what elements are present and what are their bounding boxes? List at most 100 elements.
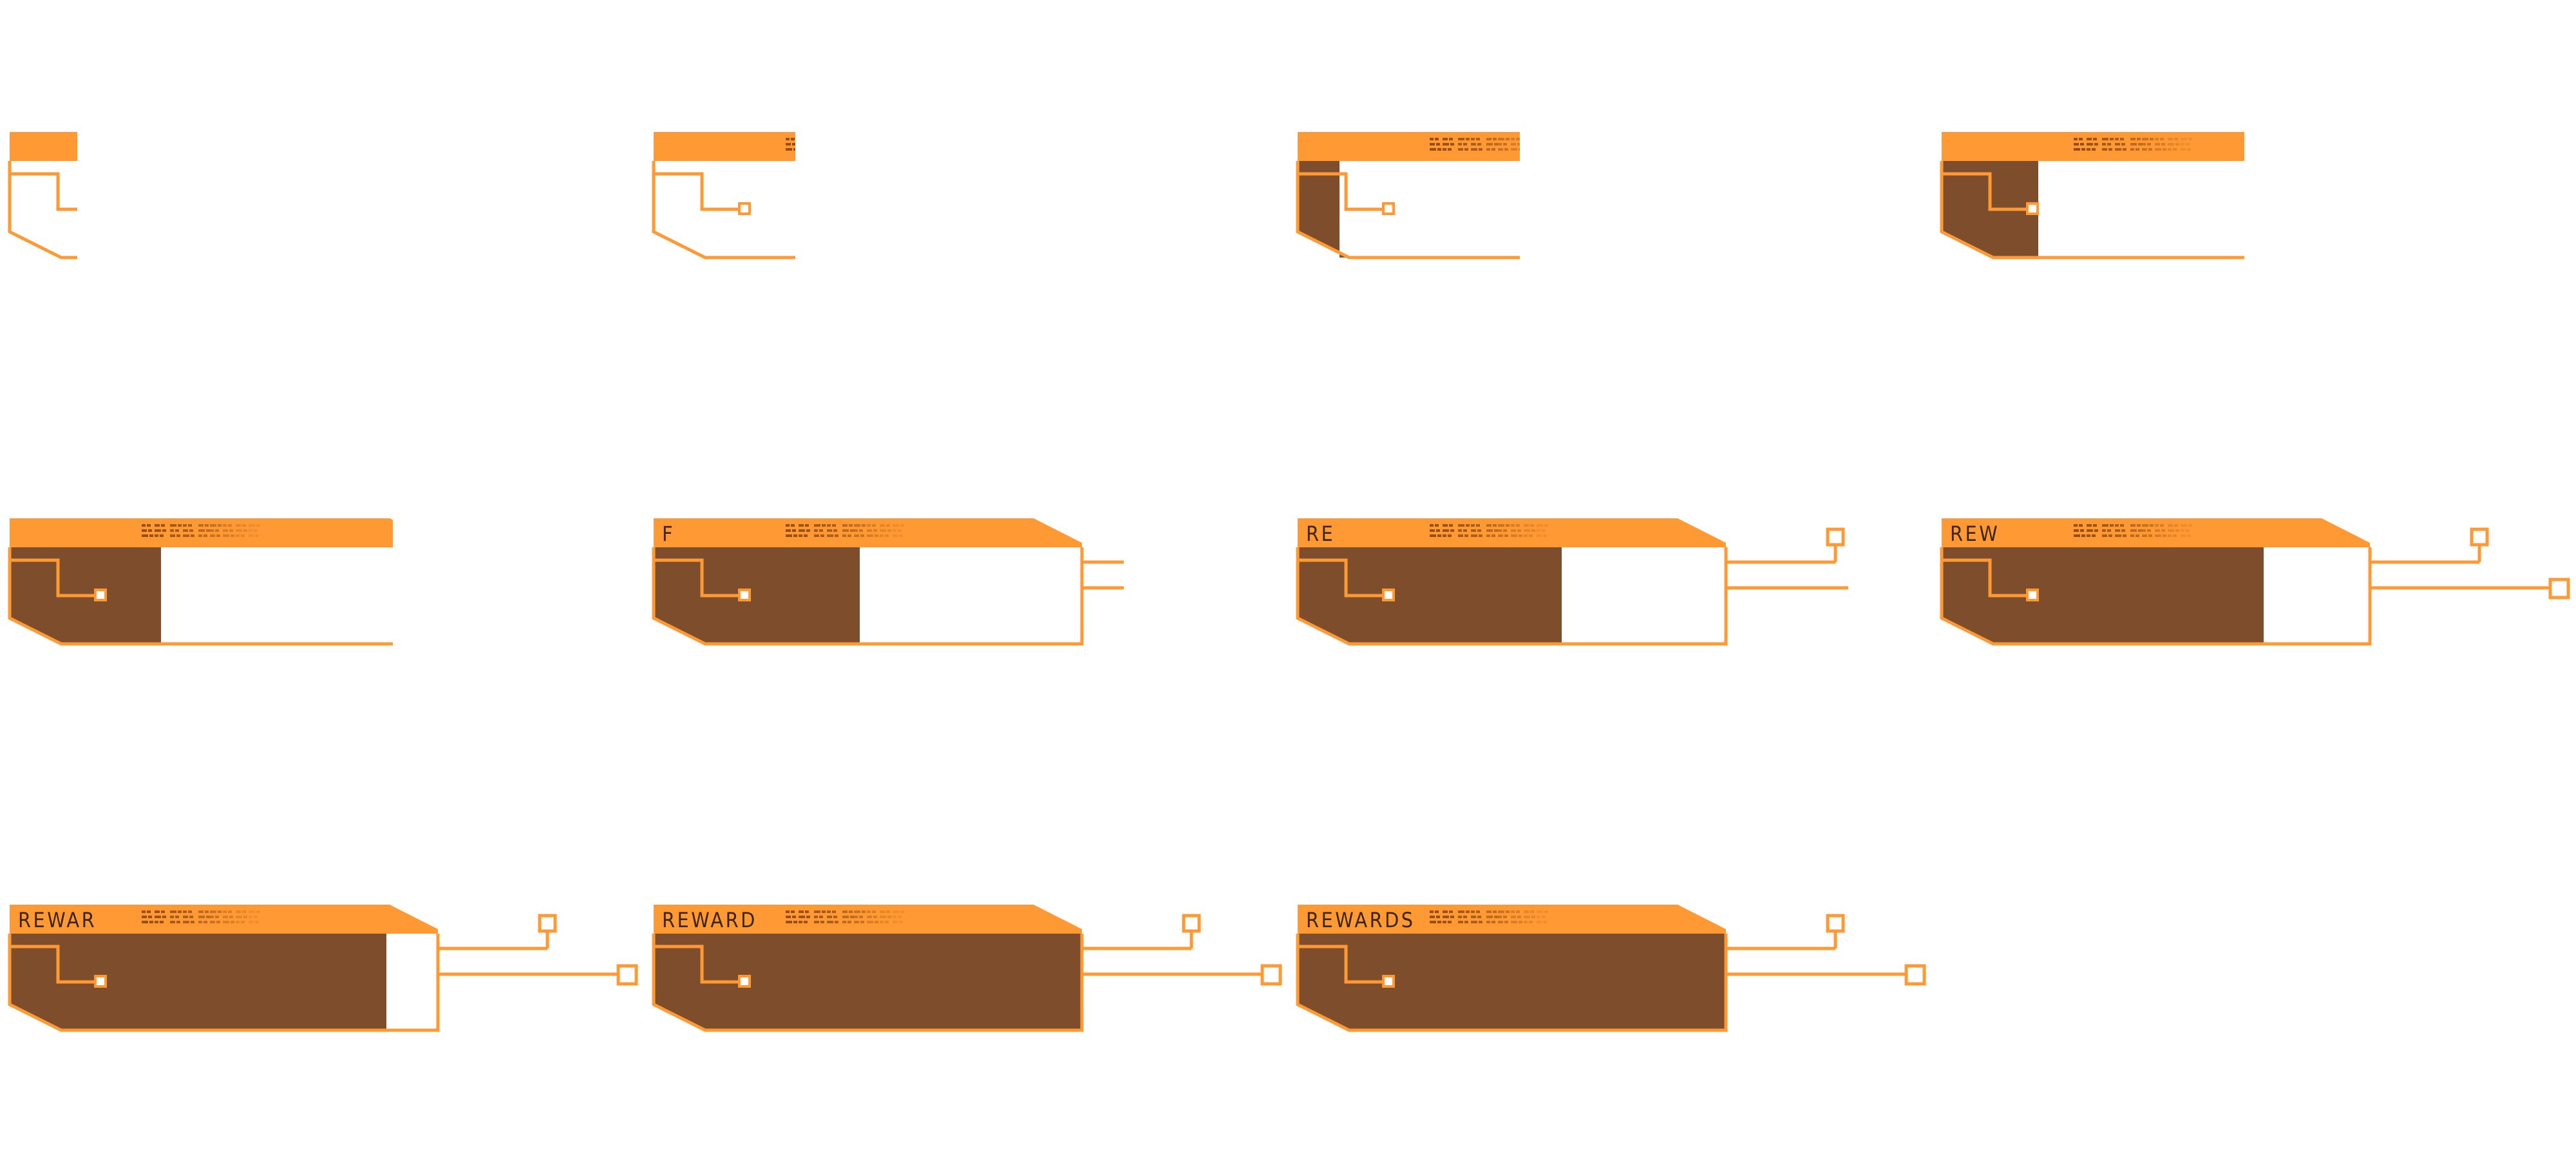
header-glyph xyxy=(1498,910,1510,923)
glyph-mark xyxy=(2102,138,2108,140)
glyph-mark xyxy=(2087,148,2090,151)
header-glyph xyxy=(2155,524,2166,537)
glyph-mark xyxy=(849,138,853,140)
header-glyph xyxy=(799,910,810,923)
glyph-mark xyxy=(242,524,246,527)
glyph-mark xyxy=(183,148,189,151)
header-glyph xyxy=(1486,138,1498,151)
glyph-mark xyxy=(1430,148,1436,151)
glyph-mark xyxy=(835,921,838,923)
glyph-mark xyxy=(204,534,207,537)
glyph-mark xyxy=(1524,529,1530,532)
glyph-mark xyxy=(205,910,209,913)
glyph-mark xyxy=(170,148,175,151)
glyph-mark xyxy=(814,916,818,918)
glyph-mark xyxy=(210,534,215,537)
circuit-trace xyxy=(10,172,77,211)
glyph-mark xyxy=(2174,138,2178,140)
glyph-mark xyxy=(1544,524,1548,527)
glyph-mark xyxy=(898,529,902,532)
header-glyph xyxy=(827,524,838,537)
header-glyph xyxy=(867,138,878,151)
glyph-mark xyxy=(1471,143,1476,146)
glyph-mark xyxy=(2102,529,2106,532)
frame-contents xyxy=(8,518,393,646)
header-glyph xyxy=(2168,138,2179,151)
glyph-mark xyxy=(149,921,153,923)
glyph-mark xyxy=(2093,138,2097,140)
glyph-mark xyxy=(155,148,158,151)
header-glyph xyxy=(142,138,153,151)
banner-outline xyxy=(652,547,1084,646)
glyph-mark xyxy=(2142,143,2146,146)
glyph-mark xyxy=(1517,143,1520,146)
glyph-mark xyxy=(1511,534,1517,537)
glyph-mark xyxy=(223,529,228,532)
header-glyph xyxy=(170,910,182,923)
glyph-mark xyxy=(206,916,210,918)
glyph-mark xyxy=(1537,916,1540,918)
banner-outline xyxy=(652,161,795,259)
glyph-mark xyxy=(198,916,205,918)
glyph-mark xyxy=(236,524,241,527)
glyph-mark xyxy=(231,148,234,151)
glyph-mark xyxy=(1511,138,1515,140)
glyph-mark xyxy=(880,529,886,532)
header-glyph xyxy=(786,910,797,923)
glyph-mark xyxy=(189,916,193,918)
glyph-mark xyxy=(1486,921,1490,923)
animation-frame-4 xyxy=(1940,132,2244,259)
glyph-mark xyxy=(893,138,899,140)
glyph-mark xyxy=(2168,143,2174,146)
glyph-mark xyxy=(1524,138,1529,140)
header-glyph xyxy=(893,910,904,923)
glyph-mark xyxy=(1537,138,1543,140)
glyph-mark xyxy=(893,910,899,913)
glyph-mark xyxy=(850,529,854,532)
glyph-mark xyxy=(873,916,877,918)
glyph-mark xyxy=(799,921,802,923)
glyph-mark xyxy=(893,921,898,923)
glyph-mark xyxy=(2130,529,2137,532)
progress-fill xyxy=(654,547,860,644)
glyph-mark xyxy=(832,910,836,913)
glyph-mark xyxy=(2168,534,2172,537)
glyph-mark xyxy=(2155,138,2159,140)
header-glyph xyxy=(198,910,210,923)
glyph-mark xyxy=(223,534,229,537)
glyph-mark xyxy=(231,534,234,537)
glyph-mark xyxy=(842,143,849,146)
glyph-mark xyxy=(1498,143,1502,146)
glyph-mark xyxy=(2161,143,2165,146)
animation-frame-3 xyxy=(1296,132,1543,259)
glyph-mark xyxy=(1437,148,1441,151)
header-glyph xyxy=(1443,138,1454,151)
header-glyph xyxy=(842,910,854,923)
glyph-mark xyxy=(822,138,826,140)
glyph-mark xyxy=(1503,143,1507,146)
connector-node-upper xyxy=(1826,914,1845,933)
glyph-mark xyxy=(1486,529,1493,532)
frame-contents xyxy=(1940,132,2244,259)
glyph-mark xyxy=(142,148,148,151)
glyph-mark xyxy=(827,916,832,918)
glyph-mark xyxy=(175,916,179,918)
glyph-mark xyxy=(1466,524,1470,527)
glyph-mark xyxy=(241,534,245,537)
banner-outline xyxy=(1296,161,1520,259)
glyph-mark xyxy=(1530,910,1534,913)
header-bar xyxy=(1298,132,1520,161)
glyph-mark xyxy=(188,138,192,140)
glyph-mark xyxy=(256,524,260,527)
glyph-mark xyxy=(1464,148,1468,151)
glyph-mark xyxy=(1458,143,1462,146)
header-glyph xyxy=(786,524,797,537)
glyph-mark xyxy=(2136,148,2139,151)
glyph-mark xyxy=(1458,916,1462,918)
glyph-mark xyxy=(786,529,791,532)
glyph-mark xyxy=(216,921,220,923)
glyph-mark xyxy=(170,534,175,537)
glyph-mark xyxy=(229,916,233,918)
progress-fill xyxy=(10,934,386,1030)
